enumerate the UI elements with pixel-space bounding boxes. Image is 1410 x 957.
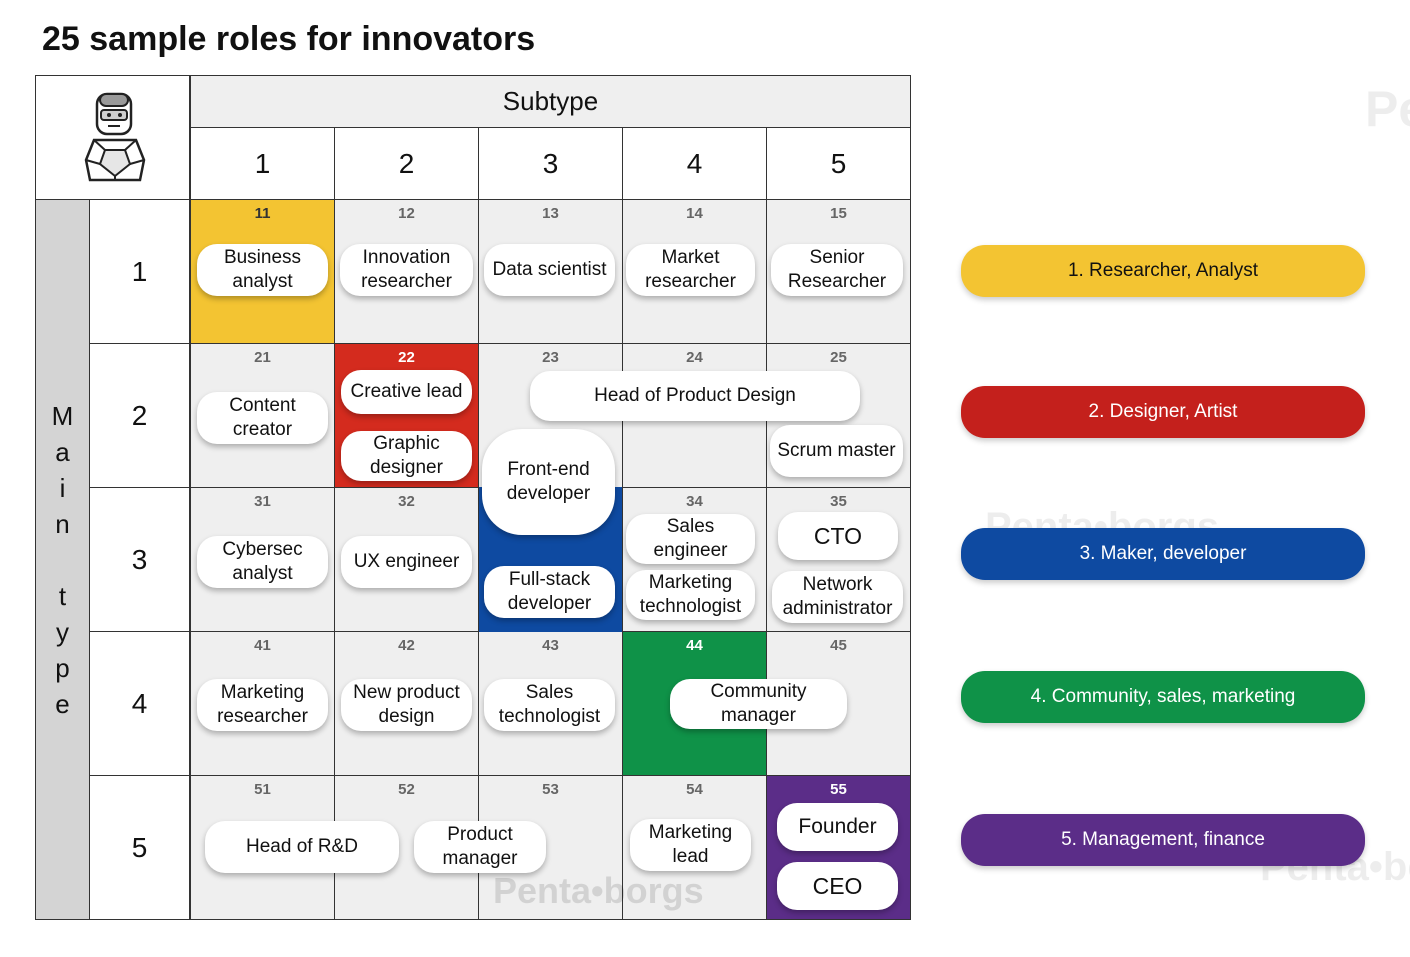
- role-network-administrator: Network administrator: [772, 571, 903, 623]
- cell-number: 34: [686, 493, 703, 510]
- role-marketing-researcher: Marketing researcher: [197, 679, 328, 731]
- cell-number: 51: [254, 781, 271, 798]
- column-header-5: 5: [766, 127, 911, 200]
- column-header-1: 1: [190, 127, 335, 200]
- role-front-end-developer: Front-end developer: [482, 429, 615, 535]
- cell-number: 13: [542, 205, 559, 222]
- role-cybersec-analyst: Cybersec analyst: [197, 536, 328, 588]
- cell-number: 12: [398, 205, 415, 222]
- role-head-of-rnd: Head of R&D: [205, 821, 399, 873]
- main-type-letter: t: [58, 580, 67, 611]
- main-type-letter: M: [51, 400, 74, 431]
- robot-mascot-icon: [84, 92, 146, 182]
- corner-cell: [35, 75, 190, 200]
- row-header-5: 5: [89, 775, 190, 920]
- cell-number: 22: [398, 349, 415, 366]
- role-new-product-design: New product design: [341, 679, 472, 731]
- role-graphic-designer: Graphic designer: [341, 431, 472, 481]
- role-data-scientist: Data scientist: [484, 244, 615, 296]
- cell-number: 44: [686, 637, 703, 654]
- cell-number: 54: [686, 781, 703, 798]
- cell-number: 11: [254, 205, 271, 222]
- main-type-letter: n: [55, 508, 70, 539]
- role-sales-technologist: Sales technologist: [484, 679, 615, 731]
- legend-maker-developer: 3. Maker, developer: [961, 528, 1365, 580]
- cell-number: 23: [542, 349, 559, 366]
- role-head-of-product-design: Head of Product Design: [530, 371, 860, 421]
- role-senior-researcher: Senior Researcher: [771, 244, 903, 296]
- cell-number: 55: [830, 781, 847, 798]
- role-creative-lead: Creative lead: [341, 370, 472, 414]
- role-ceo: CEO: [777, 862, 898, 910]
- subtype-header: Subtype: [190, 75, 911, 128]
- row-header-3: 3: [89, 487, 190, 632]
- legend-community-sales-marketing: 4. Community, sales, marketing: [961, 671, 1365, 723]
- main-type-letter: a: [55, 436, 70, 467]
- role-marketing-lead: Marketing lead: [630, 819, 751, 871]
- column-header-4: 4: [622, 127, 767, 200]
- role-marketing-technologist: Marketing technologist: [626, 570, 755, 620]
- main-type-letter: e: [55, 688, 70, 719]
- row-header-2: 2: [89, 343, 190, 488]
- watermark-top: Penta•borgs: [1365, 81, 1410, 137]
- cell-number: 45: [830, 637, 847, 654]
- role-community-manager: Community manager: [670, 679, 847, 729]
- role-market-researcher: Market researcher: [626, 244, 755, 296]
- role-business-analyst: Business analyst: [197, 244, 328, 296]
- column-header-2: 2: [334, 127, 479, 200]
- legend-researcher-analyst: 1. Researcher, Analyst: [961, 245, 1365, 297]
- role-scrum-master: Scrum master: [770, 425, 903, 477]
- legend-designer-artist: 2. Designer, Artist: [961, 386, 1365, 438]
- main-type-letter: p: [55, 652, 70, 683]
- watermark-grid: Penta•borgs: [493, 870, 704, 911]
- cell-number: 41: [254, 637, 271, 654]
- cell-number: 15: [830, 205, 847, 222]
- role-product-manager: Product manager: [414, 821, 546, 873]
- cell-number: 42: [398, 637, 415, 654]
- cell-number: 53: [542, 781, 559, 798]
- cell-number: 25: [830, 349, 847, 366]
- page-title: 25 sample roles for innovators: [42, 20, 536, 58]
- row-header-4: 4: [89, 631, 190, 776]
- row-header-1: 1: [89, 199, 190, 344]
- role-innovation-researcher: Innovation researcher: [340, 244, 473, 296]
- main-type-header: M a i n t y p e: [35, 199, 90, 920]
- role-cto: CTO: [778, 512, 898, 560]
- role-content-creator: Content creator: [197, 392, 328, 444]
- cell-number: 21: [254, 349, 271, 366]
- cell-number: 31: [254, 493, 271, 510]
- cell-number: 52: [398, 781, 415, 798]
- cell-number: 35: [830, 493, 847, 510]
- legend-management-finance: 5. Management, finance: [961, 814, 1365, 866]
- role-ux-engineer: UX engineer: [341, 536, 472, 588]
- column-header-3: 3: [478, 127, 623, 200]
- main-type-letter: y: [56, 616, 69, 647]
- roles-matrix: Subtype 1 2 3 4 5 M a i n t y p e 1 2 3 …: [35, 75, 911, 920]
- main-type-letter: i: [59, 472, 66, 503]
- cell-number: 14: [686, 205, 703, 222]
- role-founder: Founder: [777, 803, 898, 851]
- cell-number: 43: [542, 637, 559, 654]
- cell-number: 24: [686, 349, 703, 366]
- cell-number: 32: [398, 493, 415, 510]
- role-full-stack-developer: Full-stack developer: [484, 566, 615, 618]
- role-sales-engineer: Sales engineer: [626, 514, 755, 564]
